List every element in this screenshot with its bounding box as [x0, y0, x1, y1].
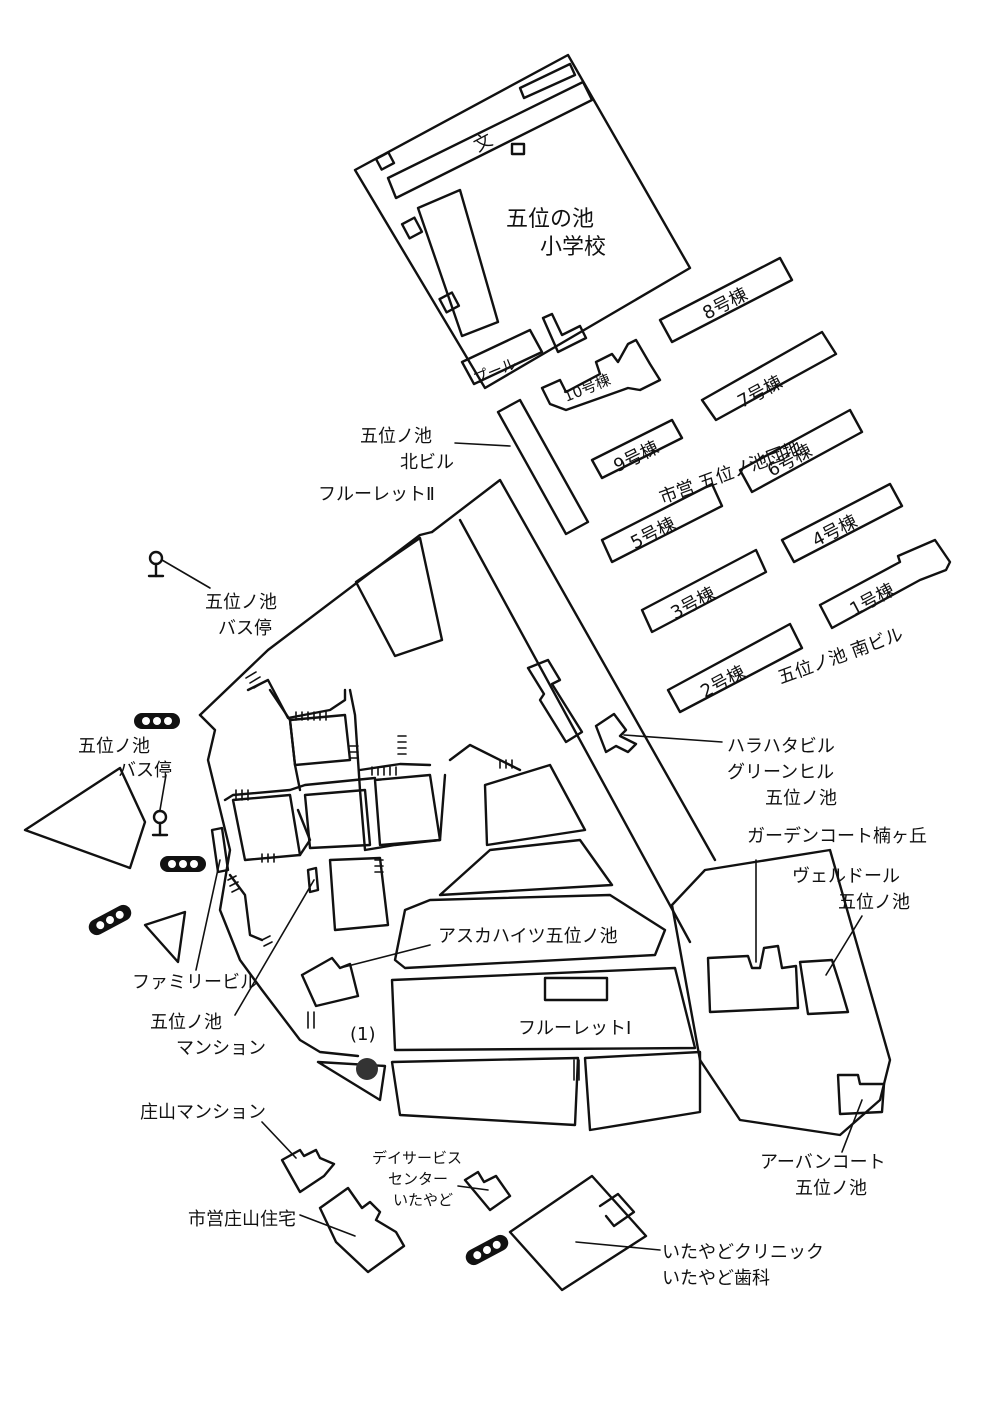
shoyama-mansion-bldg[interactable]: [280, 1148, 336, 1194]
shoyama-jutaku-bldg[interactable]: [318, 1186, 406, 1274]
west-triangle-lot: [143, 910, 187, 964]
block-4[interactable]: 4号棟: [780, 482, 904, 564]
svg-text:10号棟: 10号棟: [561, 371, 613, 406]
kita-bldg-label-2: 北ビル: [400, 452, 454, 473]
danchi-blocks: 8号棟 10号棟 7号棟 9号棟 6号棟 5号棟 4号棟 3号棟: [540, 256, 952, 714]
fleuret2-bldg[interactable]: [526, 658, 584, 744]
fleuret2-label: フルーレットⅡ: [318, 484, 435, 505]
svg-text:3号棟: 3号棟: [667, 583, 719, 624]
kita-bldg[interactable]: [496, 398, 590, 536]
central-blocks: [316, 763, 702, 1132]
block-7[interactable]: 7号棟: [700, 330, 838, 422]
bus-stop-n-label-1: 五位ノ池: [205, 592, 277, 613]
district-east: [670, 848, 892, 1137]
day-service-label-2: センター: [388, 1170, 448, 1188]
shoyama-mansion-label: 庄山マンション: [140, 1102, 266, 1123]
mansion-label-2: マンション: [176, 1038, 266, 1059]
clinic-label-1: いたやどクリニック: [662, 1242, 824, 1263]
block-1[interactable]: 1号棟: [818, 538, 952, 630]
kita-bldg-label-1: 五位ノ池: [360, 426, 432, 447]
traffic-light-icon: [465, 1234, 509, 1266]
svg-text:8号棟: 8号棟: [699, 284, 751, 324]
verdore-bldg[interactable]: [798, 958, 850, 1016]
svg-text:2号棟: 2号棟: [697, 662, 749, 703]
urban-court-bldg[interactable]: [836, 1073, 886, 1116]
garden-court-bldg[interactable]: [706, 944, 800, 1014]
district-west: [198, 478, 717, 1081]
bus-stop-n-label-2: バス停: [218, 618, 272, 639]
bus-stop-icon: [151, 809, 169, 837]
asuka-label: アスカハイツ五位ノ池: [438, 926, 618, 947]
clinic-bldg[interactable]: [508, 1174, 648, 1292]
block-3[interactable]: 3号棟: [640, 548, 768, 634]
urban-label-2: 五位ノ池: [795, 1178, 867, 1199]
svg-text:9号棟: 9号棟: [610, 437, 662, 477]
school-symbol: 文: [471, 130, 497, 157]
block-8[interactable]: 8号棟: [658, 256, 794, 344]
svg-text:5号棟: 5号棟: [627, 514, 679, 554]
harahata-bldg[interactable]: [594, 712, 638, 754]
mansion-label-1: 五位ノ池: [150, 1012, 222, 1033]
family-bldg-label: ファミリービル: [132, 972, 258, 993]
school-name-line1: 五位の池: [506, 207, 594, 232]
day-service-bldg[interactable]: [463, 1170, 512, 1212]
verdore-label-1: ヴェルドール: [792, 866, 900, 887]
clinic-label-2: いたやど歯科: [662, 1268, 770, 1289]
location-marker-icon[interactable]: [356, 1058, 378, 1080]
marker-label: (1): [350, 1024, 376, 1045]
harahata-label-2: グリーンヒル: [727, 762, 834, 783]
bus-stop-icon: [147, 550, 165, 578]
west-lot: [23, 766, 147, 870]
garden-court-label: ガーデンコート楠ヶ丘: [747, 826, 927, 847]
bus-stop-w-label-1: 五位ノ池: [78, 736, 150, 757]
traffic-light-icon: [134, 713, 180, 729]
day-service-label-3: いたやど: [393, 1191, 453, 1209]
harahata-label-1: ハラハタビル: [727, 736, 835, 757]
day-service-label-1: デイサービス: [372, 1149, 462, 1167]
school[interactable]: 文 五位の池 小学校 プール: [353, 53, 692, 390]
urban-label-1: アーバンコート: [760, 1152, 886, 1173]
harahata-label-3: 五位ノ池: [765, 788, 837, 809]
traffic-light-icon: [88, 904, 132, 936]
stairs-marks: [227, 671, 580, 1081]
block-9[interactable]: 9号棟: [590, 418, 684, 480]
bus-stop-w-label-2: バス停: [118, 760, 172, 781]
asuka-bldg[interactable]: [300, 956, 360, 1008]
fleuret1-label: フルーレットⅠ: [518, 1018, 631, 1039]
verdore-label-2: 五位ノ池: [838, 892, 910, 913]
shoyama-jutaku-label: 市営庄山住宅: [188, 1209, 296, 1230]
traffic-light-icon: [160, 856, 206, 872]
school-name-line2: 小学校: [540, 235, 606, 260]
svg-text:4号棟: 4号棟: [809, 511, 861, 551]
